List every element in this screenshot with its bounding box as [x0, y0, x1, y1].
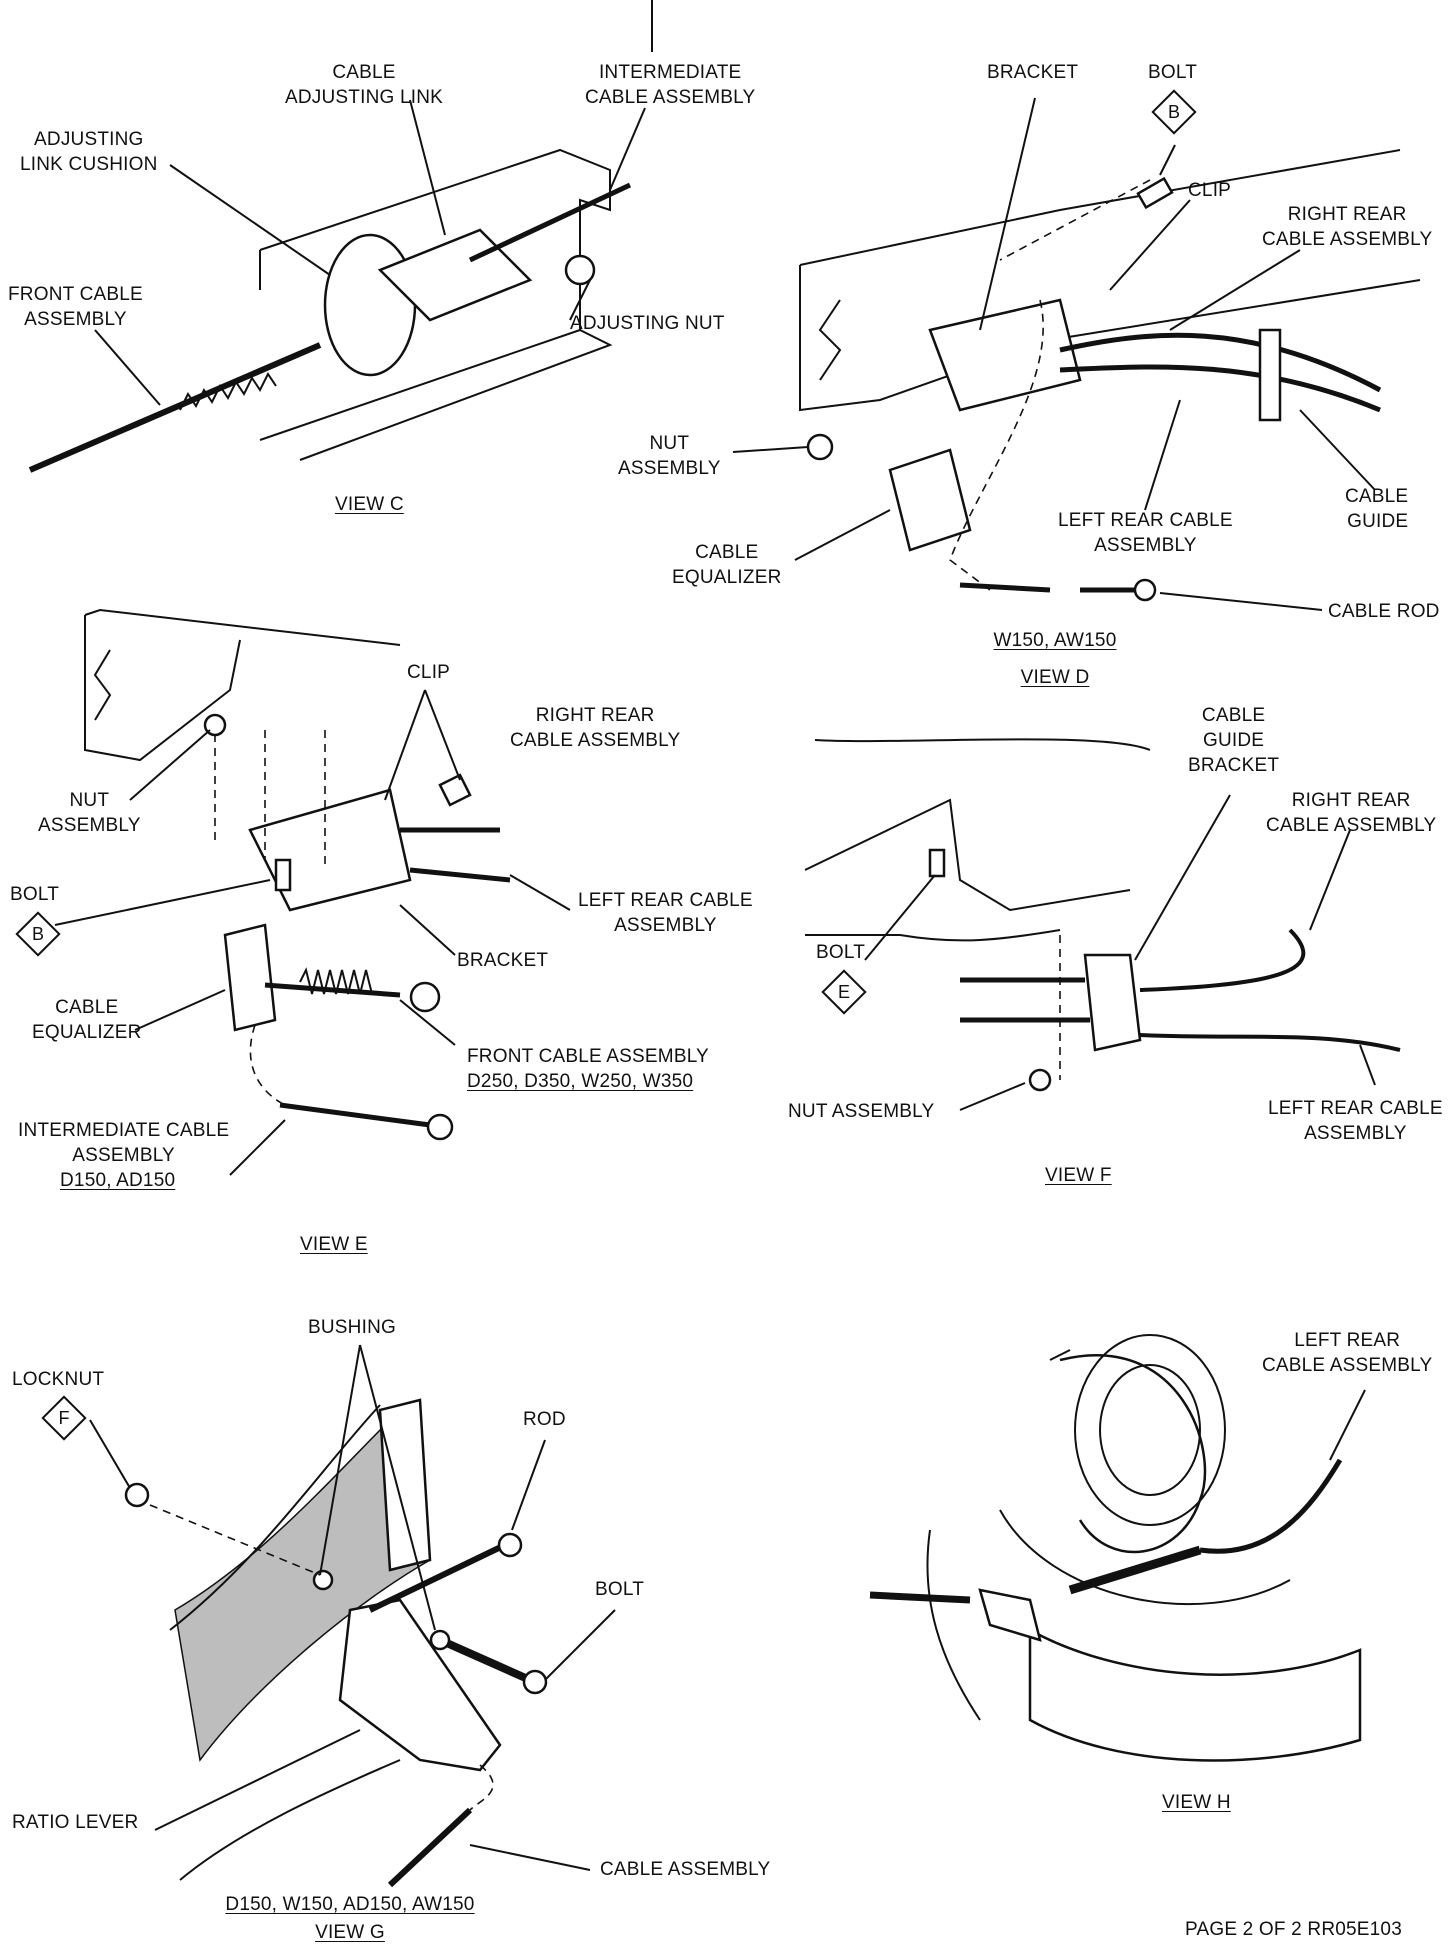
view-e-bolt	[274, 858, 292, 892]
front-cable-spring	[179, 372, 277, 411]
label-view-e-front-cable-assembly: FRONT CABLE ASSEMBLY	[467, 1046, 709, 1067]
label-view-f-bolt: BOLT	[816, 942, 866, 963]
label-view-d-bracket: BRACKET	[987, 62, 1079, 83]
view-h-lever	[978, 1588, 1042, 1642]
adjusting-link-cushion	[323, 233, 417, 377]
view-e-title: VIEW E	[300, 1234, 368, 1255]
label-view-g-cable-assembly: CABLE ASSEMBLY	[600, 1859, 771, 1880]
cable-adjusting-link	[377, 228, 533, 322]
label-view-g-bushing: BUSHING	[308, 1317, 396, 1338]
view-f-title: VIEW F	[1045, 1165, 1112, 1186]
view-e-bracket	[248, 788, 412, 912]
view-e-cable-equalizer	[223, 923, 277, 1032]
label-view-g-locknut: LOCKNUT	[12, 1369, 105, 1390]
label-view-e-clip: CLIP	[407, 662, 451, 683]
view-g-title: VIEW G	[315, 1922, 385, 1943]
label-adjusting-nut: ADJUSTING NUT	[570, 313, 725, 334]
view-d-left-rear-cable	[1059, 364, 1381, 413]
view-g-drawing	[89, 1344, 616, 1888]
view-d-drawing	[732, 97, 1421, 611]
label-view-e-bracket: BRACKET	[457, 950, 549, 971]
label-view-e-front-cable-models: D250, D350, W250, W350	[467, 1071, 694, 1092]
view-f-nut	[1028, 1068, 1052, 1092]
view-g-ratio-lever	[338, 1598, 502, 1772]
view-h-title: VIEW H	[1162, 1792, 1231, 1813]
view-g-locknut	[124, 1482, 150, 1508]
view-d-cable-equalizer	[888, 448, 972, 552]
view-g-models: D150, W150, AD150, AW150	[225, 1894, 475, 1915]
view-g-rod	[368, 1542, 507, 1613]
label-view-d-clip: CLIP	[1188, 180, 1232, 201]
intermediate-cable	[468, 182, 632, 263]
view-e-clip	[438, 773, 472, 807]
label-view-g-rod: ROD	[523, 1409, 566, 1430]
adjusting-nut	[564, 254, 596, 286]
view-f-left-rear-cable	[1139, 1033, 1401, 1052]
view-g-cable	[387, 1807, 473, 1888]
view-f-cable-guide-bracket	[1083, 953, 1142, 1052]
view-f-bolt	[928, 848, 946, 878]
label-view-e-intermediate-cable-models: D150, AD150	[60, 1170, 176, 1191]
view-g-bolt	[438, 1636, 532, 1684]
view-c-title: VIEW C	[335, 494, 404, 515]
view-h-drawing	[869, 1334, 1366, 1762]
view-f-drawing	[804, 738, 1401, 1111]
view-d-right-rear-cable	[1059, 332, 1382, 393]
view-h-left-rear-cable	[1199, 1458, 1343, 1554]
view-d-bolt	[1136, 176, 1174, 210]
view-f-right-rear-cable	[1139, 928, 1306, 992]
view-e-intermediate-cable	[279, 1102, 431, 1128]
label-view-d-cable-rod: CABLE ROD	[1328, 601, 1440, 622]
view-d-cable-rod	[959, 582, 1140, 593]
label-view-g-bolt: BOLT	[595, 1579, 645, 1600]
view-d-cable-guide	[1258, 328, 1282, 422]
view-e-drawing	[54, 608, 571, 1176]
view-g-bracket	[378, 1398, 432, 1572]
label-view-f-nut-assembly: NUT ASSEMBLY	[788, 1101, 935, 1122]
view-e-left-rear-cable	[409, 867, 511, 883]
view-g-bushing-1	[312, 1569, 334, 1591]
view-g-bushing-2	[429, 1629, 451, 1651]
view-d-title: VIEW D	[1020, 667, 1090, 688]
view-d-models: W150, AW150	[993, 630, 1117, 651]
view-d-bracket	[928, 298, 1082, 412]
view-h-brake-shoe	[1028, 1627, 1362, 1762]
view-d-nut	[806, 433, 834, 461]
view-c-drawing	[28, 0, 653, 473]
front-cable	[28, 342, 322, 473]
label-view-d-bolt: BOLT	[1148, 62, 1198, 83]
label-view-g-ratio-lever: RATIO LEVER	[12, 1812, 139, 1833]
view-e-front-cable	[264, 982, 401, 998]
page-footer: PAGE 2 OF 2 RR05E103	[1185, 1919, 1402, 1940]
label-view-e-bolt: BOLT	[10, 884, 60, 905]
